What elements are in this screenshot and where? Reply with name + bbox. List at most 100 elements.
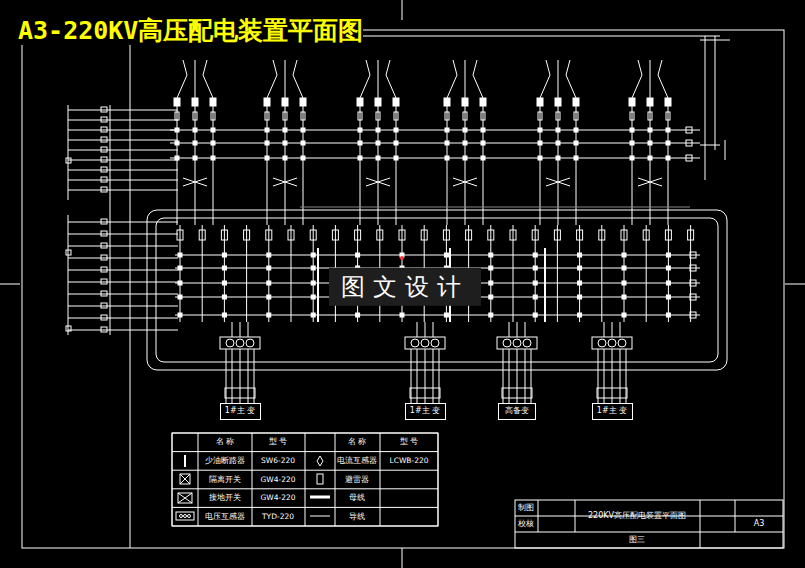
wire-line (310, 516, 330, 517)
device-symbol (648, 112, 652, 120)
wire-line (612, 349, 613, 403)
wire-line (483, 98, 484, 225)
wire-line (172, 488, 438, 489)
device-symbol (101, 327, 107, 332)
device-symbol (225, 388, 255, 398)
device-symbol (101, 303, 107, 308)
wire-line (465, 75, 466, 98)
device-symbol (502, 388, 532, 398)
device-symbol (101, 291, 107, 296)
device-symbol (221, 230, 227, 240)
wire-line (335, 433, 336, 526)
wire-line (273, 178, 297, 186)
device-symbol (101, 157, 107, 162)
wire-line (285, 75, 286, 98)
wire-line (180, 474, 190, 484)
wire-line (170, 158, 700, 159)
wire-line (515, 532, 783, 533)
device-symbol (574, 112, 578, 120)
device-symbol (690, 294, 696, 300)
wire-line (517, 322, 518, 337)
wire-line (240, 349, 241, 403)
wire-line (183, 178, 207, 186)
wire-line (402, 548, 403, 568)
wire-line (68, 160, 178, 161)
device-symbol (466, 230, 472, 240)
transformer-label: 1#主 变 (225, 407, 255, 416)
device-symbol (66, 158, 71, 163)
wire-line (612, 322, 613, 337)
wire-line (198, 433, 199, 526)
device-symbol (282, 98, 288, 106)
device-symbol (443, 230, 449, 240)
wire-line (558, 98, 559, 225)
wire-line (380, 433, 381, 526)
device-symbol (176, 512, 194, 520)
wire-line (195, 98, 196, 225)
device-symbol (101, 279, 107, 284)
winding-symbol (523, 339, 531, 347)
device-symbol (174, 98, 180, 106)
wire-line (650, 60, 651, 75)
wire-line (465, 60, 466, 75)
device-symbol (488, 230, 494, 240)
device-symbol (665, 98, 671, 106)
device-symbol (686, 140, 692, 146)
wire-line (68, 140, 178, 141)
wire-line (68, 282, 178, 283)
device-symbol (178, 493, 192, 503)
wire-line (366, 60, 370, 75)
device-symbol (101, 267, 107, 272)
wire-line (386, 75, 396, 98)
wire-line (658, 60, 662, 75)
wire-line (650, 98, 651, 225)
wire-line (473, 60, 477, 75)
wire-line (178, 493, 192, 503)
wire-line (68, 130, 178, 131)
wire-line (575, 500, 576, 532)
device-symbol (101, 177, 107, 182)
table-cell: GW4-220 (260, 475, 295, 483)
device-symbol (101, 107, 107, 112)
table-cell: 电压互感器 (205, 513, 245, 521)
wire-line (68, 150, 178, 151)
wire-line (402, 0, 403, 20)
device-symbol (376, 112, 380, 120)
wire-line (226, 349, 227, 403)
wire-line (378, 60, 379, 75)
wire-line (183, 178, 207, 186)
device-symbol (462, 98, 468, 106)
device-symbol (210, 98, 216, 106)
wire-line (172, 433, 438, 434)
wire-line (705, 36, 706, 180)
wire-line (473, 75, 483, 98)
table-cell: GW4-220 (260, 494, 295, 502)
device-symbol (264, 98, 270, 106)
wire-line (658, 75, 668, 98)
table-header: 名 称 (216, 438, 234, 446)
road-outline (156, 218, 718, 362)
wire-line (396, 98, 397, 225)
watermark: 图文设计 (329, 268, 481, 306)
device-symbol (101, 147, 107, 152)
wire-line (447, 75, 457, 98)
device-symbol (555, 98, 561, 106)
wire-line (178, 493, 192, 503)
wire-line (453, 60, 457, 75)
wire-line (447, 98, 448, 225)
table-cell: 接地开关 (209, 494, 241, 502)
winding-symbol (431, 339, 439, 347)
device-symbol (175, 112, 179, 120)
wire-line (632, 98, 633, 225)
wire-line (433, 322, 434, 337)
table-cell: TYD-220 (262, 513, 294, 521)
wire-line (360, 75, 370, 98)
wire-line (285, 60, 286, 75)
winding-symbol (246, 339, 254, 347)
transformer-label: 高备变 (505, 407, 529, 416)
winding-symbol (236, 339, 244, 347)
transformer-box: 高备变 (498, 403, 536, 420)
wire-line (509, 349, 510, 403)
table-cell: 母线 (349, 494, 365, 502)
